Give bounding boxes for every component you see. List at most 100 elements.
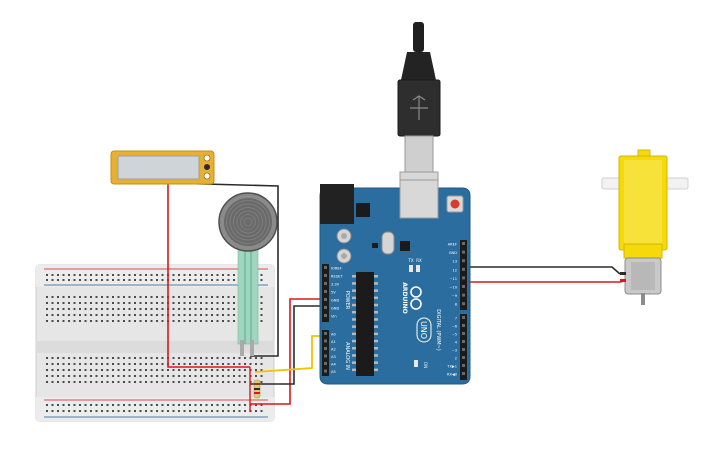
breadboard-hole[interactable] xyxy=(227,404,230,406)
breadboard-hole[interactable] xyxy=(46,296,48,298)
breadboard-hole[interactable] xyxy=(211,320,213,322)
breadboard-hole[interactable] xyxy=(249,363,252,365)
breadboard-hole[interactable] xyxy=(222,274,224,276)
breadboard-hole[interactable] xyxy=(200,308,202,310)
breadboard-hole[interactable] xyxy=(205,274,208,276)
breadboard-hole[interactable] xyxy=(178,381,180,383)
breadboard-hole[interactable] xyxy=(90,410,92,412)
breadboard-hole[interactable] xyxy=(172,302,175,304)
header-pin[interactable] xyxy=(324,274,327,277)
breadboard-hole[interactable] xyxy=(200,302,202,304)
breadboard-hole[interactable] xyxy=(134,404,136,406)
header-pin[interactable] xyxy=(462,316,465,319)
breadboard-hole[interactable] xyxy=(145,363,147,365)
breadboard-hole[interactable] xyxy=(178,363,180,365)
header-pin[interactable] xyxy=(324,282,327,285)
breadboard-hole[interactable] xyxy=(200,410,202,412)
breadboard-hole[interactable] xyxy=(183,274,186,276)
breadboard-hole[interactable] xyxy=(227,308,230,310)
breadboard-hole[interactable] xyxy=(233,363,235,365)
breadboard-hole[interactable] xyxy=(84,375,87,377)
breadboard-hole[interactable] xyxy=(238,357,241,359)
breadboard-hole[interactable] xyxy=(189,410,191,412)
breadboard-hole[interactable] xyxy=(172,274,175,276)
breadboard-hole[interactable] xyxy=(189,375,191,377)
breadboard-hole[interactable] xyxy=(112,381,114,383)
breadboard-hole[interactable] xyxy=(84,369,87,371)
breadboard-hole[interactable] xyxy=(79,308,81,310)
header-pin[interactable] xyxy=(324,306,327,309)
breadboard-hole[interactable] xyxy=(79,410,81,412)
breadboard-hole[interactable] xyxy=(123,404,125,406)
breadboard-hole[interactable] xyxy=(233,369,235,371)
breadboard-hole[interactable] xyxy=(233,296,235,298)
breadboard-hole[interactable] xyxy=(233,320,235,322)
breadboard-hole[interactable] xyxy=(106,404,109,406)
breadboard-hole[interactable] xyxy=(172,314,175,316)
breadboard-hole[interactable] xyxy=(156,302,158,304)
breadboard-hole[interactable] xyxy=(106,381,109,383)
breadboard-hole[interactable] xyxy=(216,363,219,365)
breadboard-hole[interactable] xyxy=(222,369,224,371)
breadboard-hole[interactable] xyxy=(150,410,153,412)
breadboard-hole[interactable] xyxy=(216,375,219,377)
breadboard-hole[interactable] xyxy=(200,296,202,298)
breadboard-hole[interactable] xyxy=(123,357,125,359)
breadboard-hole[interactable] xyxy=(189,308,191,310)
breadboard-hole[interactable] xyxy=(205,308,208,310)
breadboard-hole[interactable] xyxy=(161,320,164,322)
breadboard-hole[interactable] xyxy=(90,296,92,298)
breadboard-hole[interactable] xyxy=(95,274,98,276)
breadboard-hole[interactable] xyxy=(233,274,235,276)
breadboard-hole[interactable] xyxy=(222,410,224,412)
breadboard-hole[interactable] xyxy=(222,320,224,322)
breadboard-hole[interactable] xyxy=(134,274,136,276)
breadboard-hole[interactable] xyxy=(172,296,175,298)
breadboard-hole[interactable] xyxy=(216,357,219,359)
breadboard-hole[interactable] xyxy=(57,320,59,322)
breadboard-hole[interactable] xyxy=(123,296,125,298)
breadboard-hole[interactable] xyxy=(95,308,98,310)
breadboard-hole[interactable] xyxy=(128,279,131,281)
breadboard-hole[interactable] xyxy=(205,279,208,281)
breadboard-hole[interactable] xyxy=(183,357,186,359)
breadboard-hole[interactable] xyxy=(150,363,153,365)
breadboard-hole[interactable] xyxy=(106,302,109,304)
breadboard-hole[interactable] xyxy=(123,274,125,276)
breadboard-hole[interactable] xyxy=(84,410,87,412)
breadboard-hole[interactable] xyxy=(112,404,114,406)
breadboard-hole[interactable] xyxy=(123,381,125,383)
breadboard-hole[interactable] xyxy=(222,381,224,383)
breadboard-hole[interactable] xyxy=(84,381,87,383)
breadboard-hole[interactable] xyxy=(238,381,241,383)
breadboard-hole[interactable] xyxy=(172,363,175,365)
breadboard-hole[interactable] xyxy=(68,375,70,377)
breadboard-hole[interactable] xyxy=(62,314,65,316)
breadboard-hole[interactable] xyxy=(145,357,147,359)
breadboard-hole[interactable] xyxy=(156,308,158,310)
breadboard-hole[interactable] xyxy=(84,404,87,406)
breadboard-hole[interactable] xyxy=(161,404,164,406)
breadboard-hole[interactable] xyxy=(57,404,59,406)
breadboard-hole[interactable] xyxy=(233,404,235,406)
header-pin[interactable] xyxy=(462,250,465,254)
force-sensor[interactable] xyxy=(218,192,278,356)
breadboard-hole[interactable] xyxy=(68,363,70,365)
breadboard-hole[interactable] xyxy=(161,296,164,298)
breadboard-hole[interactable] xyxy=(112,357,114,359)
breadboard-hole[interactable] xyxy=(73,308,76,310)
breadboard-hole[interactable] xyxy=(90,363,92,365)
breadboard-hole[interactable] xyxy=(222,308,224,310)
breadboard-hole[interactable] xyxy=(183,320,186,322)
dc-gear-motor[interactable] xyxy=(601,149,689,305)
breadboard-hole[interactable] xyxy=(255,375,257,377)
breadboard-hole[interactable] xyxy=(161,274,164,276)
breadboard-hole[interactable] xyxy=(57,375,59,377)
breadboard-hole[interactable] xyxy=(216,274,219,276)
breadboard-hole[interactable] xyxy=(62,404,65,406)
breadboard-hole[interactable] xyxy=(62,308,65,310)
breadboard-hole[interactable] xyxy=(161,308,164,310)
breadboard-hole[interactable] xyxy=(139,314,142,316)
breadboard-hole[interactable] xyxy=(106,410,109,412)
header-pin[interactable] xyxy=(462,348,465,351)
